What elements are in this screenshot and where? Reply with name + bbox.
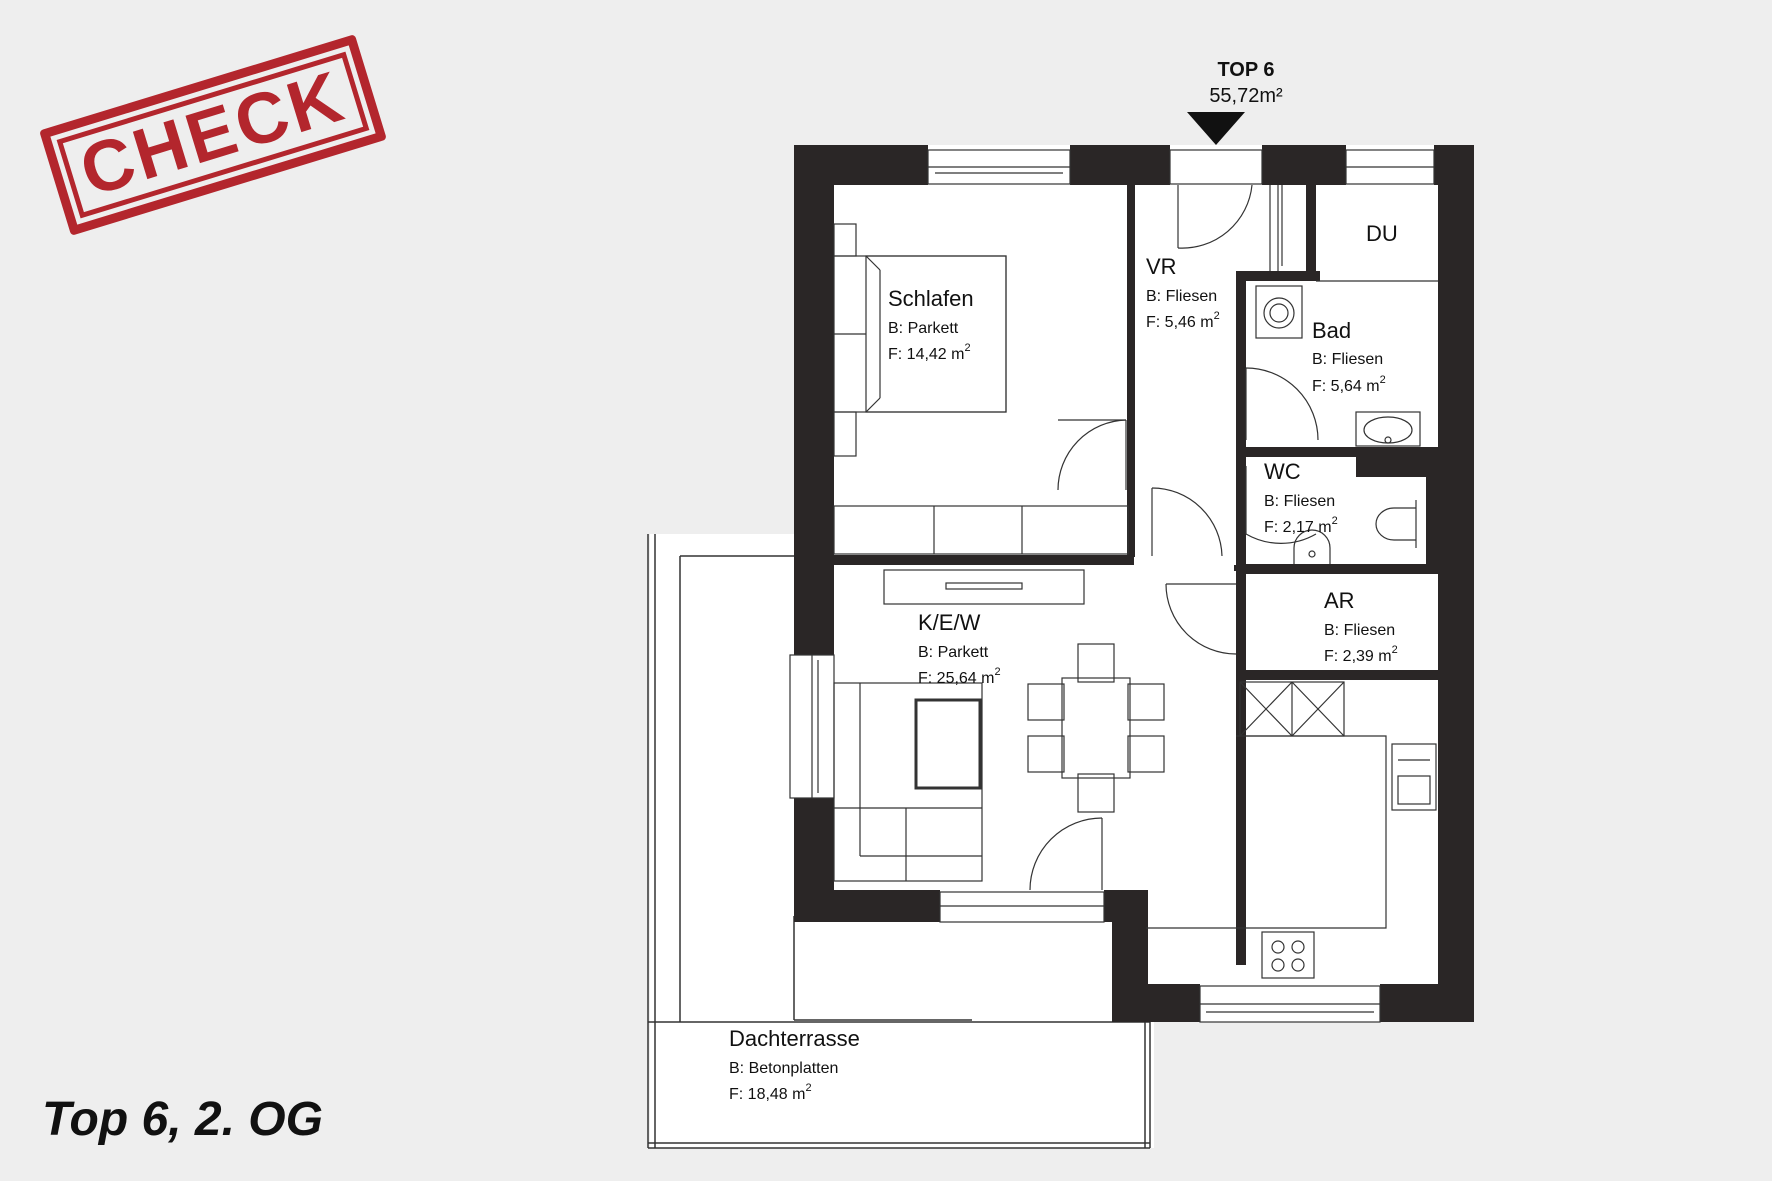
room-name: Dachterrasse: [729, 1026, 860, 1051]
room-wc: WC B: Fliesen F: 2,17 m2: [1264, 459, 1338, 536]
entrance-arrow-icon: [1187, 112, 1245, 145]
room-area: F: 25,64 m2: [918, 666, 1001, 687]
room-name: DU: [1366, 221, 1398, 246]
room-vr: VR B: Fliesen F: 5,46 m2: [1146, 254, 1220, 331]
room-bad: Bad B: Fliesen F: 5,64 m2: [1312, 318, 1386, 395]
room-dachterrasse: Dachterrasse B: Betonplatten F: 18,48 m2: [729, 1026, 860, 1103]
room-du: DU: [1366, 221, 1398, 246]
doors: [1029, 185, 1438, 891]
entrance-door: [1169, 112, 1263, 249]
room-area: F: 5,46 m2: [1146, 310, 1220, 331]
unit-name: TOP 6: [1217, 59, 1274, 81]
room-area: F: 18,48 m2: [729, 1082, 812, 1103]
room-ar: AR B: Fliesen F: 2,39 m2: [1324, 588, 1398, 665]
roof-terrace: [647, 534, 1154, 1149]
unit-label: TOP 6 55,72m²: [1209, 59, 1283, 107]
room-floor: B: Betonplatten: [729, 1060, 838, 1077]
room-floor: B: Fliesen: [1264, 493, 1335, 510]
room-name: Bad: [1312, 318, 1351, 343]
room-area: F: 5,64 m2: [1312, 374, 1386, 395]
room-kew: K/E/W B: Parkett F: 25,64 m2: [918, 610, 1001, 687]
room-area: F: 2,39 m2: [1324, 644, 1398, 665]
room-name: Schlafen: [888, 286, 974, 311]
room-floor: B: Fliesen: [1312, 351, 1383, 368]
windows: [789, 149, 1435, 1023]
room-floor: B: Parkett: [918, 644, 989, 661]
room-floor: B: Parkett: [888, 320, 959, 337]
room-area: F: 2,17 m2: [1264, 515, 1338, 536]
room-floor: B: Fliesen: [1146, 288, 1217, 305]
room-name: K/E/W: [918, 610, 981, 635]
room-floor: B: Fliesen: [1324, 622, 1395, 639]
furniture: [833, 185, 1437, 979]
room-schlafen: Schlafen B: Parkett F: 14,42 m2: [888, 286, 974, 363]
unit-area: 55,72m²: [1209, 85, 1283, 107]
room-name: VR: [1146, 254, 1177, 279]
floor-caption: Top 6, 2. OG: [42, 1093, 323, 1146]
room-name: AR: [1324, 588, 1355, 613]
walls: [794, 145, 1474, 1022]
room-area: F: 14,42 m2: [888, 342, 971, 363]
room-name: WC: [1264, 459, 1301, 484]
